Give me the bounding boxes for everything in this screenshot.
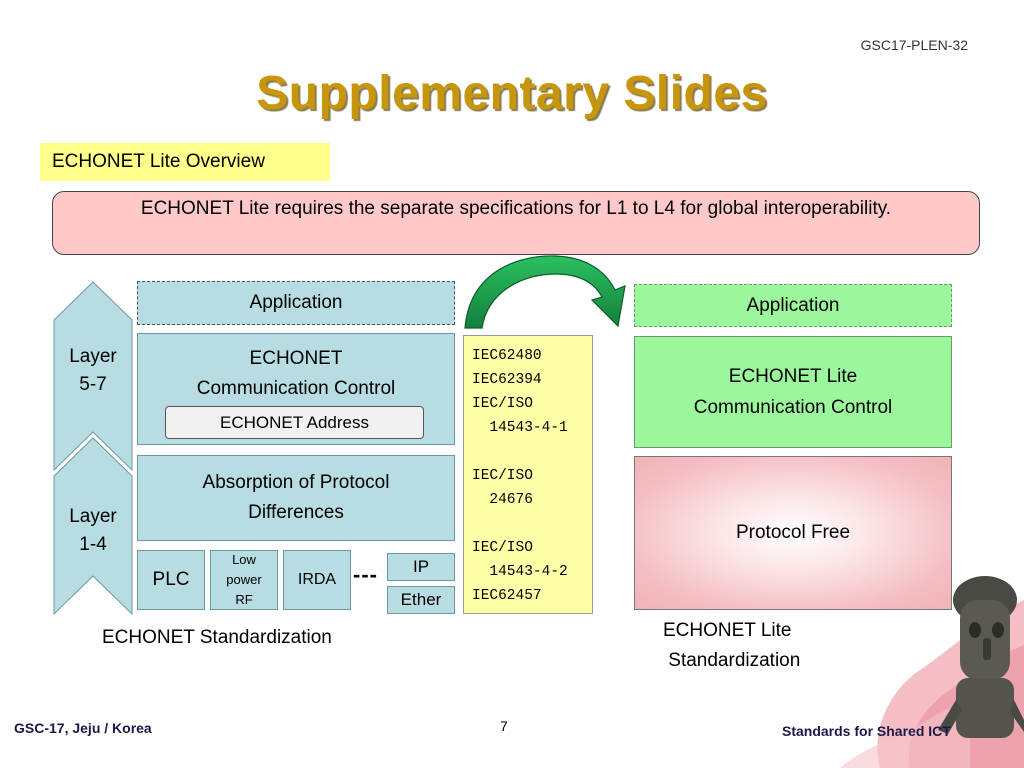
left-application-label: Application <box>249 292 343 313</box>
curved-arrow-icon <box>464 255 626 329</box>
interoperability-note: ECHONET Lite requires the separate speci… <box>52 191 980 255</box>
ip-box: IP <box>387 553 455 581</box>
low-power-rf-box: Low power RF <box>210 550 278 610</box>
page-number: 7 <box>500 718 508 734</box>
plc-label: PLC <box>152 569 190 590</box>
irda-box: IRDA <box>283 550 351 610</box>
echonet-address-box: ECHONET Address <box>165 406 424 439</box>
echonet-lite-standardization-caption: ECHONET Lite Standardization <box>663 620 801 671</box>
slide-title: Supplementary Slides <box>256 67 768 120</box>
layer-upper-label: Layer 5-7 <box>69 346 117 395</box>
right-application-label: Application <box>746 295 840 316</box>
protocol-free-label: Protocol Free <box>735 522 851 543</box>
ip-label: IP <box>412 557 430 576</box>
harubang-decoration <box>840 576 1024 768</box>
ether-label: Ether <box>400 590 442 609</box>
irda-label: IRDA <box>297 571 337 588</box>
section-tag-label: ECHONET Lite Overview <box>52 151 265 172</box>
footer-tagline: Standards for Shared ICT <box>782 723 951 739</box>
left-application-box: Application <box>137 281 455 325</box>
section-tag: ECHONET Lite Overview <box>40 143 330 181</box>
echonet-lite-comm-control-box: ECHONET Lite Communication Control <box>634 336 952 448</box>
layer-upper-chevron <box>53 281 133 472</box>
connector-dashes: --- <box>353 562 378 587</box>
low-power-rf-label: Low power RF <box>226 552 262 607</box>
echonet-comm-control-label: ECHONET Communication Control <box>196 348 396 399</box>
echonet-lite-comm-control-label: ECHONET Lite Communication Control <box>693 366 893 418</box>
protocol-free-box: Protocol Free <box>634 456 952 610</box>
stone-statue-icon <box>938 576 1024 738</box>
ether-box: Ether <box>387 586 455 614</box>
standards-list: IEC62480 IEC62394 IEC/ISO 14543-4-1 IEC/… <box>463 335 593 614</box>
echonet-address-label: ECHONET Address <box>220 412 369 432</box>
layer-lower-label: Layer 1-4 <box>69 506 117 555</box>
footer-venue: GSC-17, Jeju / Korea <box>14 720 152 736</box>
plc-box: PLC <box>137 550 205 610</box>
layer-lower-chevron <box>53 437 133 616</box>
layer-chevrons <box>53 281 133 616</box>
document-id: GSC17-PLEN-32 <box>860 37 968 53</box>
right-application-box: Application <box>634 284 952 327</box>
echonet-standardization-caption: ECHONET Standardization <box>102 627 332 648</box>
absorption-label: Absorption of Protocol Differences <box>202 472 390 523</box>
absorption-box: Absorption of Protocol Differences <box>137 455 455 541</box>
